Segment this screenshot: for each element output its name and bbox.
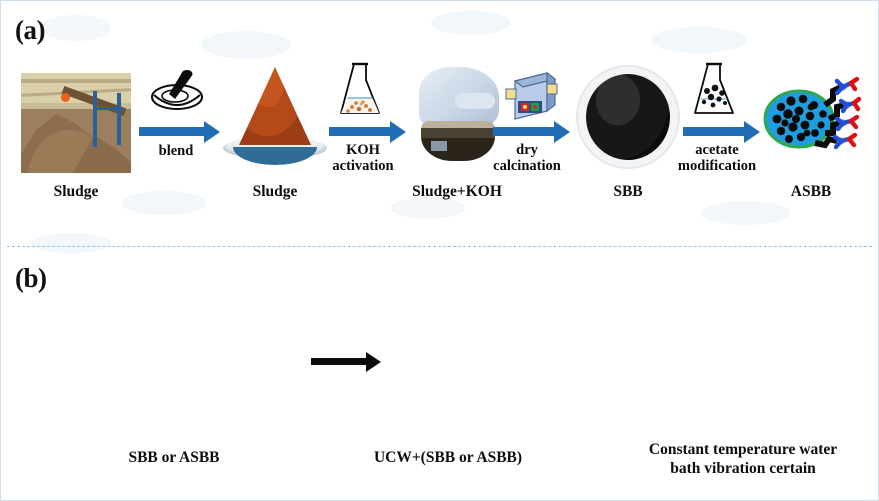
item-label-ucw: UCW+(SBB or ASBB) <box>373 449 523 466</box>
photo-detail <box>117 93 121 145</box>
acetate-flask-icon <box>691 61 737 119</box>
transition-label-calc-2: calcination <box>493 158 561 174</box>
item-label-sbb-asbb: SBB or ASBB <box>128 449 220 466</box>
transition-label-acet-2: modification <box>677 158 757 174</box>
step-label-asbb: ASBB <box>790 183 832 200</box>
photo-detail <box>93 91 97 147</box>
photo-detail <box>21 79 131 83</box>
transition-label-acet-1: acetate <box>695 142 739 158</box>
transition-label-blend: blend <box>158 143 194 159</box>
panel-b-letter: (b) <box>15 263 47 293</box>
step-label-sludge-raw: Sludge <box>53 183 99 200</box>
item-label-water-bath-line2: bath vibration certain <box>670 460 816 477</box>
mortar-pestle-icon <box>149 67 205 113</box>
panel-a-letter: (a) <box>15 15 45 45</box>
black-biochar-powder-photo <box>576 65 680 169</box>
item-label-water-bath-line1: Constant temperature water <box>648 441 838 458</box>
step-label-sludge-powder: Sludge <box>252 183 298 200</box>
arrow-acetate-modification <box>683 120 760 143</box>
muffle-furnace-icon <box>501 71 563 125</box>
photo-detail <box>61 93 70 102</box>
photo-detail <box>239 67 311 145</box>
panel-divider <box>7 246 872 247</box>
sludge-powder-cone-photo <box>223 65 327 173</box>
arrow-transfer <box>311 351 381 372</box>
transition-label-koh-1: KOH <box>346 142 380 158</box>
arrow-blend <box>139 120 220 143</box>
step-label-sludge-koh: Sludge+KOH <box>412 183 502 200</box>
panel-b: (b) <box>1 247 878 500</box>
panel-a: (a) Sludge blend <box>1 1 878 246</box>
photo-detail <box>455 93 495 109</box>
photo-detail <box>431 141 447 151</box>
transition-label-koh-2: activation <box>332 158 394 174</box>
photo-detail <box>233 147 317 165</box>
arrow-dry-calcination <box>493 120 570 143</box>
transition-label-calc-1: dry <box>516 142 538 158</box>
sludge-heap-photo <box>21 73 131 173</box>
step-label-sbb: SBB <box>613 183 643 200</box>
gloved-hand-flask-photo <box>411 67 503 171</box>
acetate-modified-particle-diagram <box>763 71 862 163</box>
koh-flask-icon <box>337 61 383 119</box>
photo-detail <box>93 107 123 110</box>
photo-detail <box>586 74 670 160</box>
arrow-koh-activation <box>329 120 406 143</box>
